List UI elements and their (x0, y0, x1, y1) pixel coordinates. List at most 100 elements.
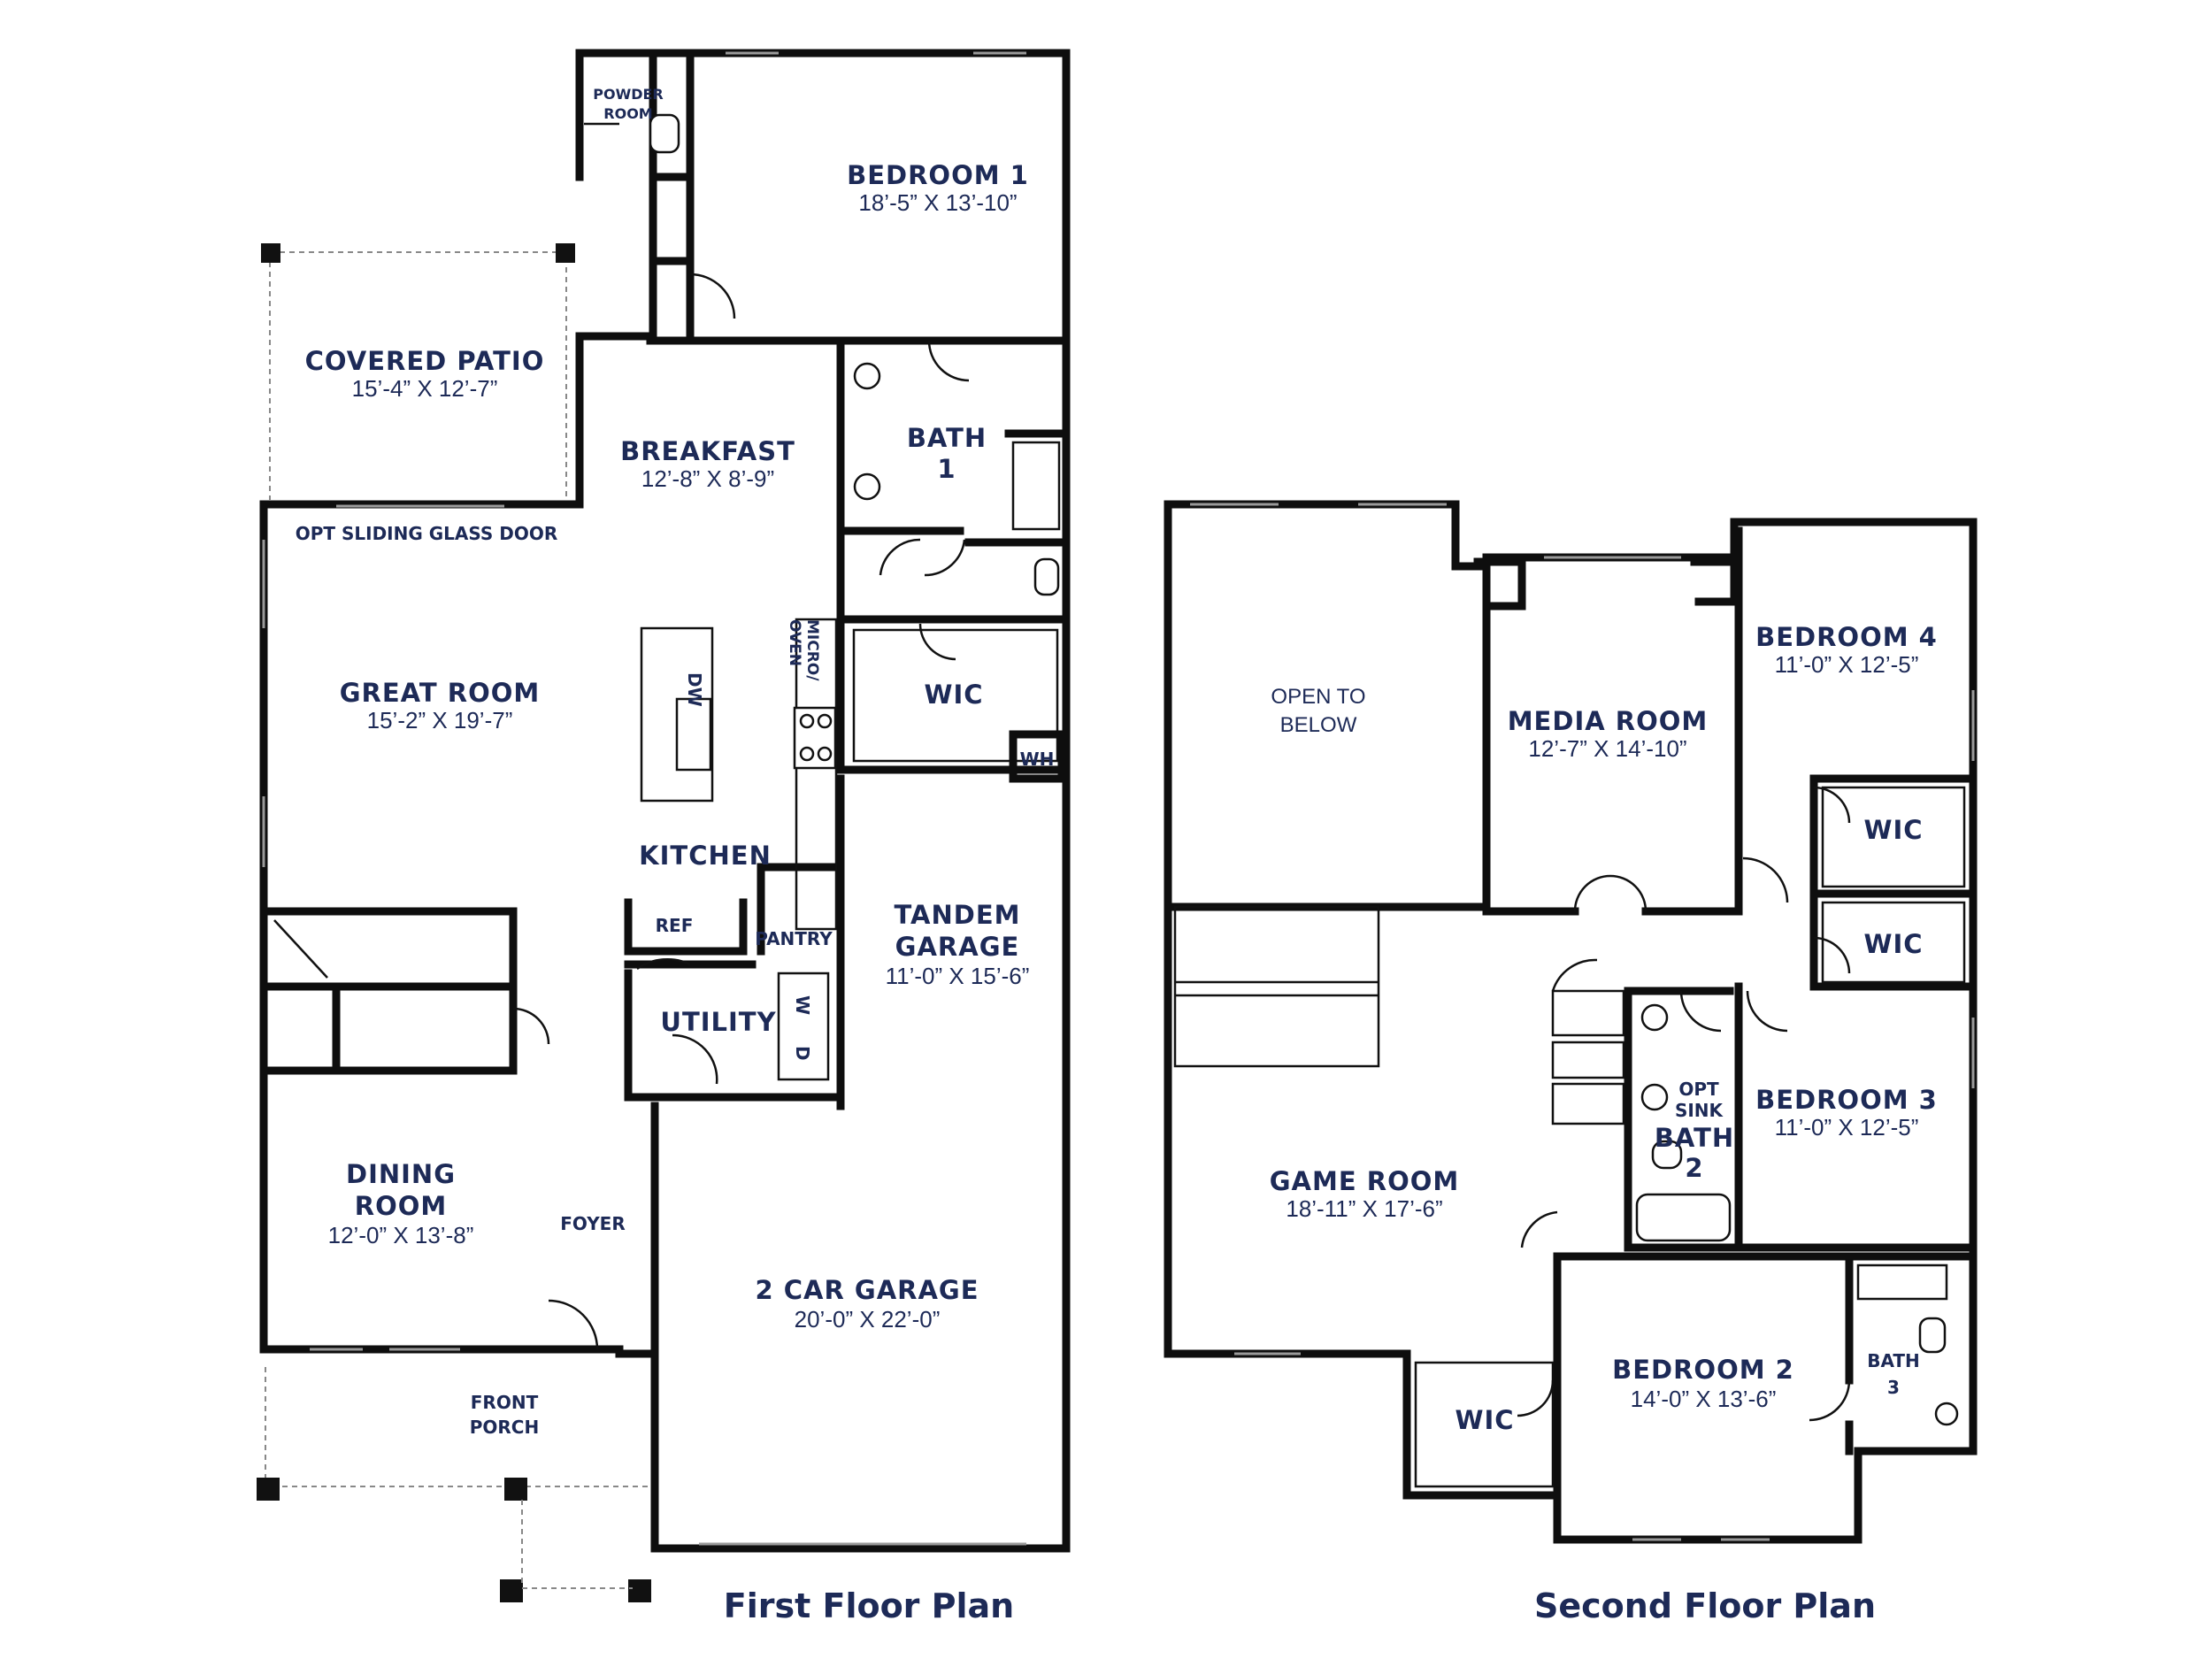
toilet-icon (649, 113, 680, 154)
door-swing (1813, 936, 1851, 974)
linen-shelf (1551, 1082, 1625, 1125)
stairs (1173, 905, 1380, 1068)
room-label: BEDROOM 4 (1755, 622, 1938, 652)
room-label: ROOM (355, 1191, 448, 1221)
room-label: 2 CAR GARAGE (755, 1275, 979, 1305)
room-label: BATH (1655, 1123, 1734, 1153)
room-dims: 15’-4” X 12’-7” (352, 375, 498, 402)
door-swing (672, 1033, 718, 1085)
wall (1809, 907, 1978, 991)
stair-wall (259, 907, 518, 991)
room-label: WIC (924, 680, 983, 710)
room-label: 2 (1685, 1153, 1703, 1183)
appliance-label: D (792, 1046, 813, 1061)
room-label: WIC (1863, 929, 1923, 959)
appliance-label: WH (1020, 749, 1055, 770)
closet-wall (649, 173, 695, 265)
burner-icon (817, 746, 833, 762)
room-label: GAME ROOM (1270, 1166, 1460, 1196)
door-swing (924, 539, 966, 577)
floor-plan-title: First Floor Plan (724, 1586, 1014, 1625)
room-label: COVERED PATIO (305, 346, 545, 376)
water-heater-closet (1009, 730, 1066, 783)
door-swing (548, 1299, 599, 1350)
wall (1473, 557, 1526, 611)
door-swing (1742, 856, 1789, 903)
sink-icon (853, 362, 881, 390)
room-label: GREAT ROOM (340, 678, 541, 708)
pantry-wall (757, 863, 845, 956)
note-label: OPT SLIDING GLASS DOOR (296, 523, 558, 544)
second-floor-plan: OPEN TO BELOW MEDIA ROOM 12’-7” X 14’-10… (1164, 500, 1978, 1625)
door-swing (1517, 1379, 1555, 1417)
door-swing (636, 957, 691, 971)
room-label: GARAGE (895, 932, 1020, 962)
room-label: OPEN TO (1271, 685, 1365, 709)
room-label: ROOM (603, 105, 652, 122)
note-label: OPT (1678, 1079, 1719, 1100)
door-swing (1551, 958, 1598, 992)
door-swing (1520, 1210, 1558, 1248)
appliance-label: MICRO/ (803, 619, 821, 681)
room-dims: 12’-0” X 13’-8” (328, 1222, 474, 1248)
door-swing (1573, 874, 1611, 912)
door-swing (927, 340, 970, 382)
porch-outline (265, 1367, 650, 1487)
wall (1809, 774, 1978, 916)
room-dims: 11’-0” X 12’-5” (1775, 651, 1919, 678)
room-label: PORCH (470, 1417, 539, 1438)
room-label: UTILITY (660, 1007, 776, 1037)
appliance-label: DW (684, 672, 705, 707)
room-dims: 18’-11” X 17’-6” (1286, 1195, 1442, 1222)
door-swing (512, 1007, 550, 1045)
kitchen-island (640, 626, 714, 803)
door-swing (1679, 990, 1722, 1033)
door-swing (689, 273, 736, 319)
room-label: 3 (1887, 1377, 1900, 1398)
room-dims: 12’-7” X 14’-10” (1528, 735, 1686, 762)
washer-dryer-outline (777, 972, 830, 1081)
tub-icon (1635, 1193, 1732, 1242)
room-label: PANTRY (755, 928, 833, 949)
room-label: BEDROOM 1 (847, 160, 1029, 190)
sink-icon (1640, 1003, 1669, 1032)
ref-wall (624, 898, 748, 956)
room-label: 1 (937, 454, 956, 484)
bath2-wall (1624, 987, 1734, 1252)
room-dims: 11’-0” X 15’-6” (886, 963, 1030, 989)
shower-icon (1011, 441, 1061, 531)
door-swing (879, 538, 921, 576)
room-dims: 18’-5” X 13’-10” (858, 189, 1017, 216)
sink-icon (853, 472, 881, 501)
room-dims: 11’-0” X 12’-5” (1775, 1114, 1919, 1141)
door-swing (1809, 1379, 1851, 1422)
porch-post (257, 1478, 280, 1501)
toilet-icon (1918, 1317, 1947, 1354)
wall (1690, 557, 1739, 606)
appliance-label: W (792, 995, 813, 1015)
room-dims: 15’-2” X 19’-7” (367, 707, 513, 733)
appliance-label: REF (656, 915, 694, 936)
room-label: BELOW (1280, 713, 1357, 737)
floor-plan-title: Second Floor Plan (1534, 1586, 1876, 1625)
shower-icon (1856, 1263, 1948, 1301)
patio-post (556, 243, 575, 263)
wic-shelf (1414, 1361, 1555, 1488)
wic-shelf (1821, 786, 1966, 888)
toilet-icon (1033, 557, 1060, 596)
toilet-icon (1651, 1140, 1683, 1170)
room-label: BATH (1867, 1350, 1920, 1371)
porch-post (500, 1579, 523, 1602)
bath-wall (836, 336, 1071, 774)
room-dims: 20’-0” X 22’-0” (795, 1306, 941, 1333)
burner-icon (799, 713, 815, 729)
linen-shelf (1551, 1041, 1625, 1079)
wic-shelf (852, 628, 1059, 763)
wic-shelf (1821, 901, 1966, 984)
room-label: POWDER (593, 86, 664, 103)
first-floor-exterior-wall (259, 49, 1071, 1553)
room-label: KITCHEN (639, 841, 772, 871)
note-label: SINK (1675, 1100, 1724, 1121)
stair-wall (259, 982, 518, 1075)
